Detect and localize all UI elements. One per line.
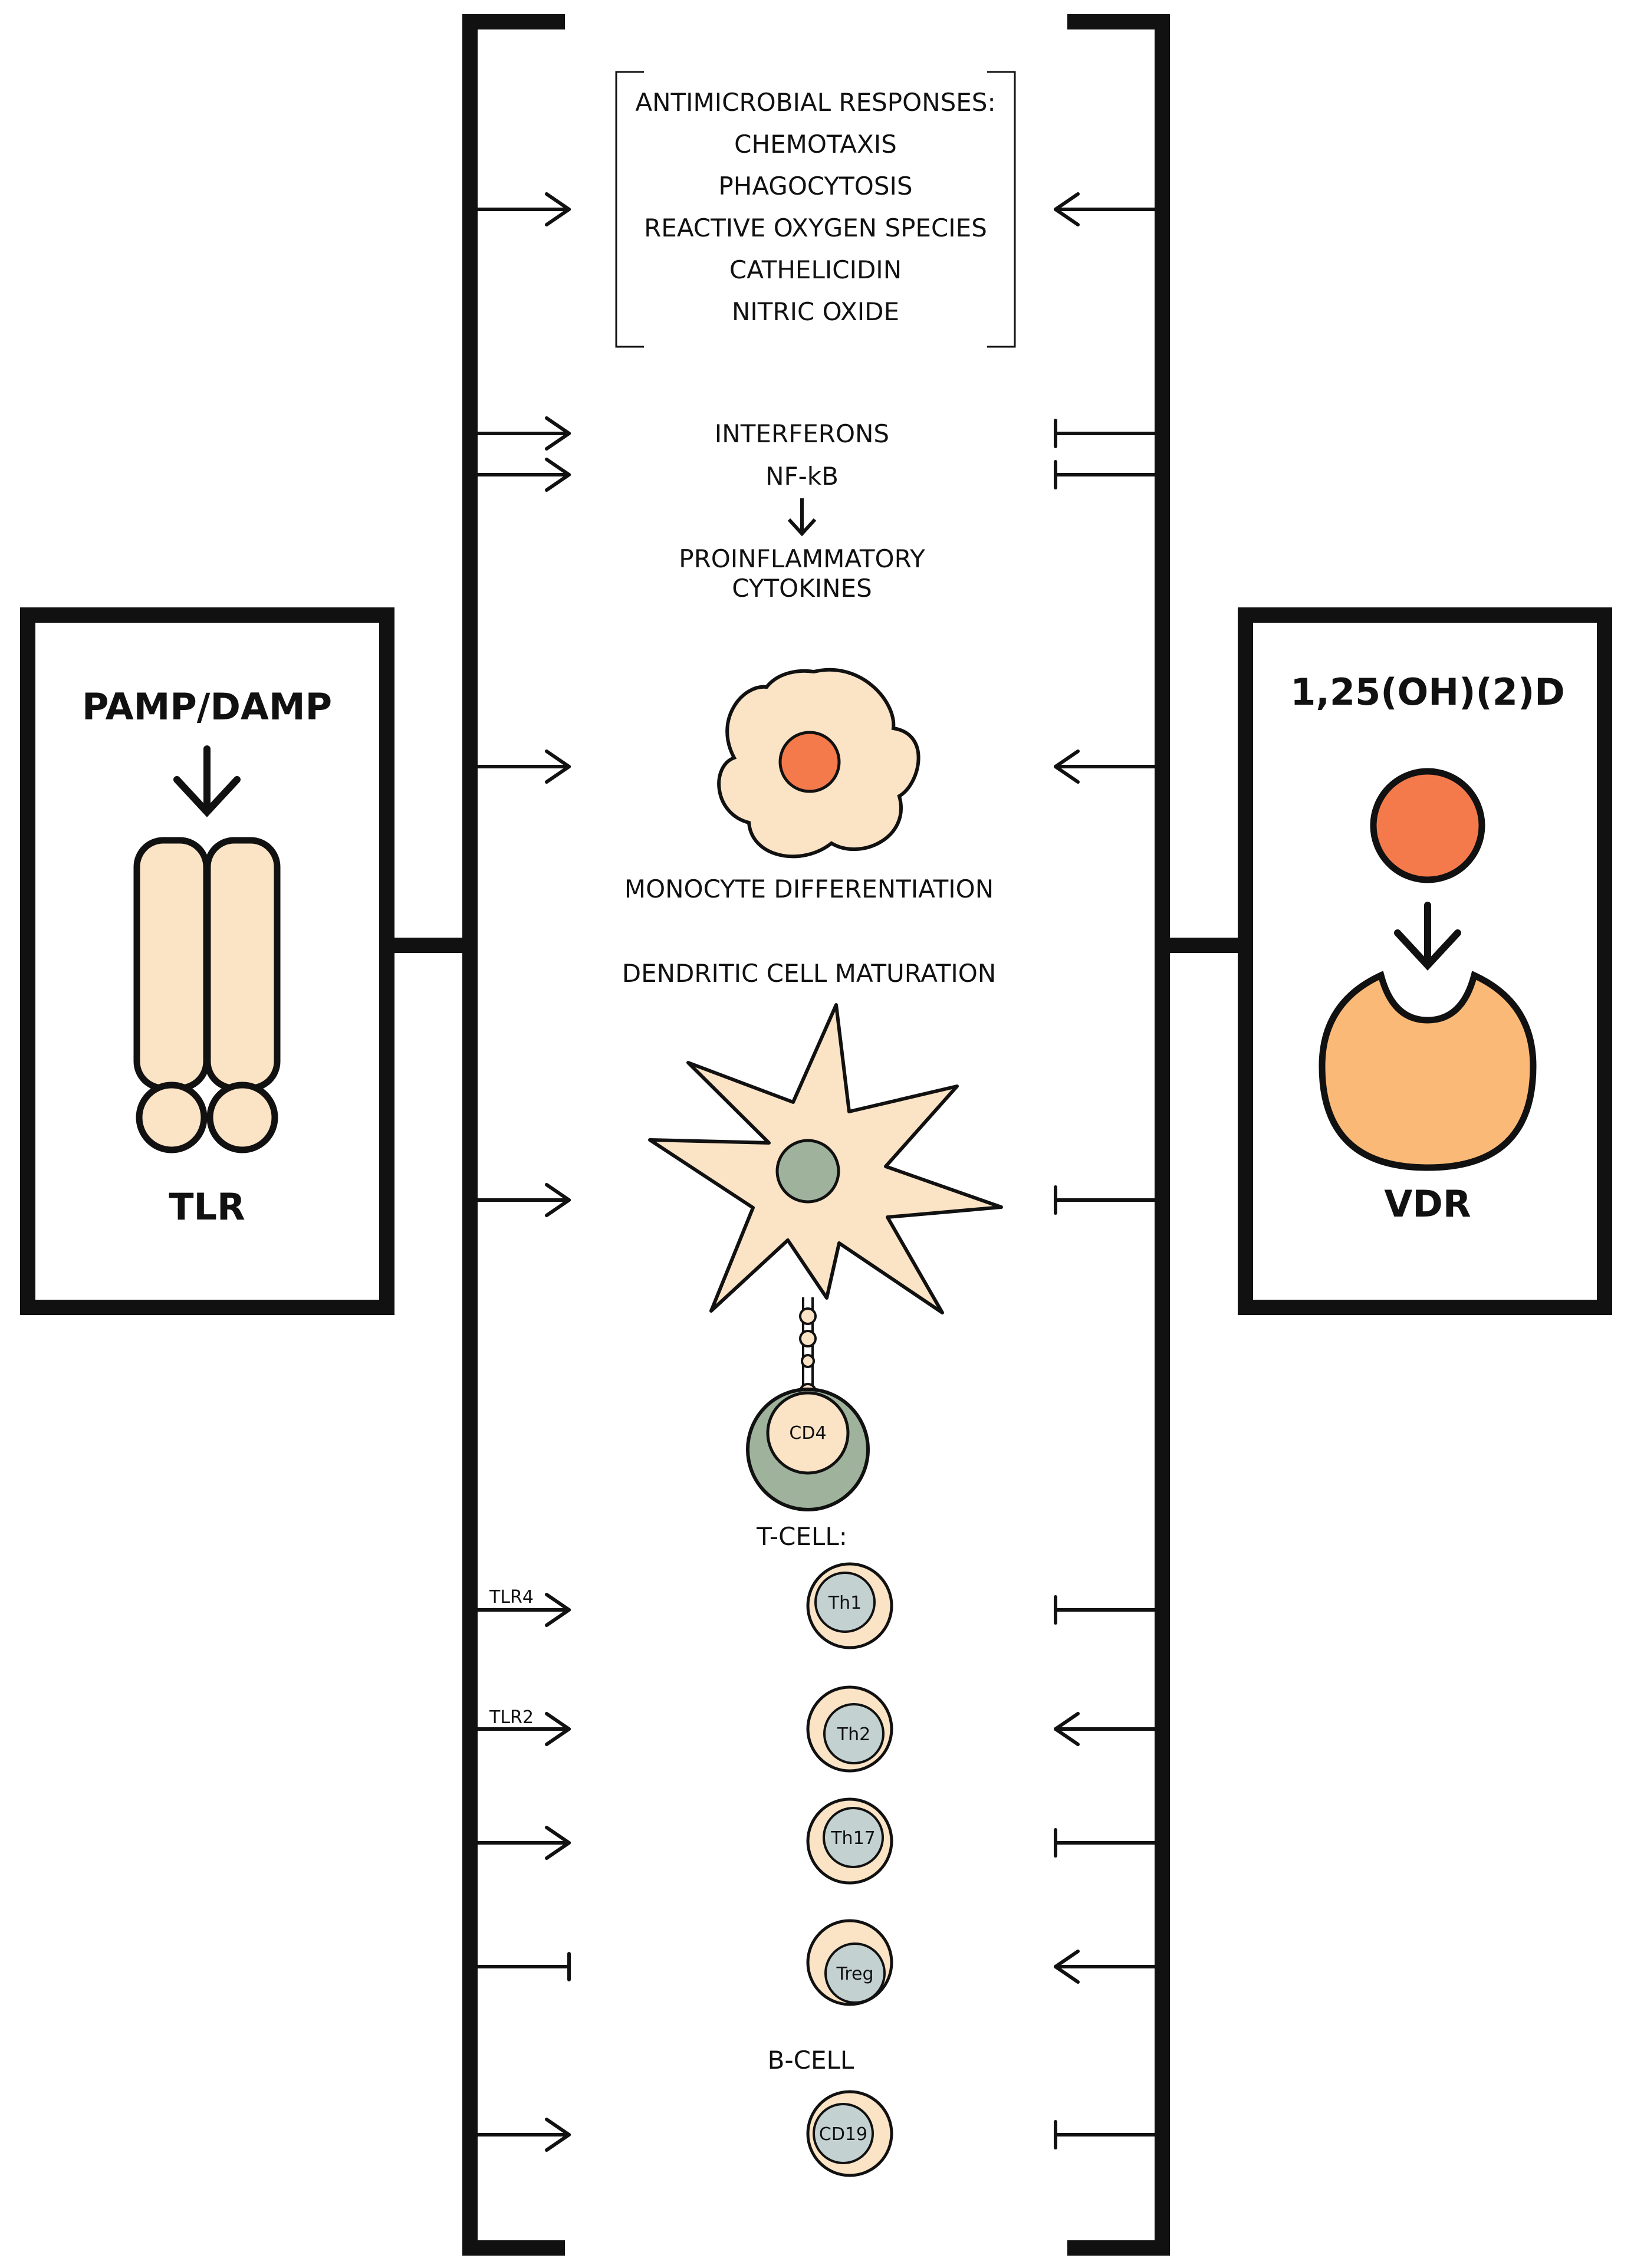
antimicrobial-item: CATHELICIDIN: [729, 255, 902, 284]
bcell-name: CD19: [819, 2124, 867, 2145]
bcell-right-inhibit-icon: [1054, 2120, 1156, 2149]
pamp-damp-label: PAMP/DAMP: [82, 685, 332, 728]
tlr-label: TLR: [169, 1185, 245, 1228]
vitamin-d-down-arrow-icon: [1394, 902, 1461, 971]
tcell-th1-right-inhibit-icon: [1054, 1595, 1156, 1625]
dendritic-right-inhibit-icon: [1054, 1185, 1156, 1215]
pamp-down-arrow-icon: [173, 745, 241, 817]
interferons-left-arrow-icon: [476, 416, 571, 451]
tcell-th2: Th2: [806, 1685, 893, 1773]
antimicrobial-heading: ANTIMICROBIAL RESPONSES:: [635, 88, 995, 117]
tcell-th17-right-inhibit-icon: [1054, 1828, 1156, 1858]
vdr-receptor-icon: [1319, 971, 1537, 1171]
tlr2-label: TLR2: [489, 1707, 534, 1728]
cd4-label: CD4: [789, 1423, 826, 1444]
monocyte-left-arrow-icon: [476, 750, 571, 784]
tcell-name: Treg: [836, 1964, 873, 1984]
monocyte-label: MONOCYTE DIFFERENTIATION: [624, 875, 994, 903]
cytokines-label: PROINFLAMMATORY: [679, 544, 925, 573]
tcell-th17: Th17: [806, 1797, 893, 1885]
tcell-name: Th2: [837, 1724, 870, 1745]
tcell-th1: Th1: [806, 1562, 893, 1649]
antimicrobial-box: [615, 71, 1016, 348]
antimicrobial-item: PHAGOCYTOSIS: [718, 172, 912, 200]
tcell-th1-left-arrow-icon: [476, 1593, 571, 1627]
nfkb-down-arrow-icon: [787, 498, 817, 537]
cd4-nucleus-icon: [766, 1391, 850, 1475]
nfkb-left-arrow-icon: [476, 458, 571, 492]
tcell-name: Th1: [828, 1593, 862, 1613]
tcell-treg-right-arrow-icon: [1054, 1950, 1156, 1984]
antimicrobial-left-arrow-icon: [476, 192, 571, 226]
tcell-treg-left-inhibit-icon: [476, 1952, 571, 1981]
dendritic-label: DENDRITIC CELL MATURATION: [622, 959, 997, 988]
right-bracket: [1067, 14, 1170, 2256]
nfkb-label: NF-kB: [765, 462, 839, 491]
effect-arrows: [476, 192, 1156, 2152]
left-bracket: [462, 14, 565, 2256]
antimicrobial-right-arrow-icon: [1054, 192, 1156, 226]
antimicrobial-item: CHEMOTAXIS: [734, 130, 897, 159]
nfkb-right-inhibit-icon: [1054, 460, 1156, 489]
tcell-th2-right-arrow-icon: [1054, 1712, 1156, 1746]
vitamin-d-label: 1,25(OH)(2)D: [1290, 670, 1565, 714]
interferons-label: INTERFERONS: [715, 419, 889, 448]
vitamin-d-ligand-icon: [1370, 768, 1485, 883]
tcell-name: Th17: [830, 1828, 876, 1849]
vdr-label: VDR: [1384, 1182, 1471, 1225]
tlr-receptor-icon: [133, 837, 281, 1153]
dendritic-left-arrow-icon: [476, 1183, 571, 1217]
cytokines-label: CYTOKINES: [732, 574, 872, 603]
tcell-label: T-CELL:: [756, 1522, 847, 1551]
bcell-left-arrow-icon: [476, 2118, 571, 2152]
interferons-right-inhibit-icon: [1054, 419, 1156, 448]
antimicrobial-item: NITRIC OXIDE: [732, 297, 899, 326]
antimicrobial-item: REACTIVE OXYGEN SPECIES: [644, 213, 987, 242]
bcell-label: B-CELL: [768, 2046, 854, 2075]
dendritic-nucleus-icon: [775, 1139, 840, 1204]
monocyte-nucleus-icon: [778, 731, 841, 793]
tcell-th17-left-arrow-icon: [476, 1826, 571, 1860]
bcell-cd19: CD19: [806, 2090, 893, 2177]
tlr4-label: TLR4: [489, 1587, 534, 1608]
monocyte-right-arrow-icon: [1054, 750, 1156, 784]
tcell-th2-left-arrow-icon: [476, 1712, 571, 1746]
tcell-treg: Treg: [806, 1919, 893, 2006]
